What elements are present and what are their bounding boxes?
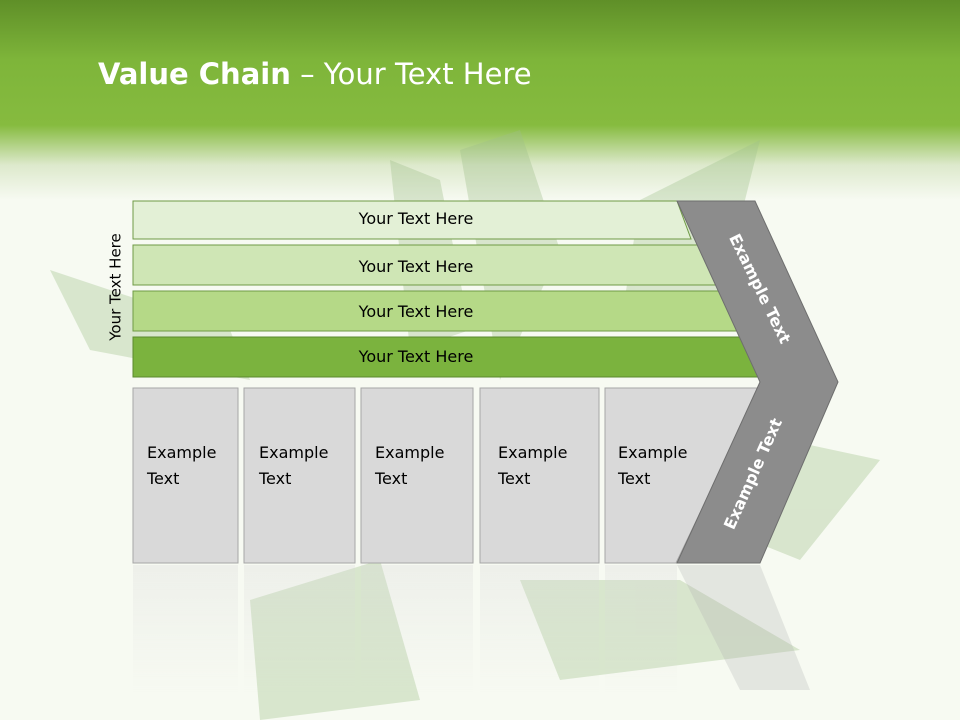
reflection-box-5 bbox=[605, 565, 677, 695]
example-box-1-line1: Example bbox=[147, 443, 216, 462]
slide-title: Value Chain – Your Text Here bbox=[98, 52, 532, 96]
row-bar-1 bbox=[132, 200, 692, 240]
boxes-reflection bbox=[133, 565, 810, 695]
reflection-box-3 bbox=[361, 565, 473, 695]
example-box-3 bbox=[360, 387, 474, 564]
reflection-box-1 bbox=[133, 565, 238, 695]
example-box-2-line1: Example bbox=[259, 443, 328, 462]
example-box-5-line1: Example bbox=[618, 443, 687, 462]
row-label-2: Your Text Here bbox=[358, 257, 474, 276]
example-box-5 bbox=[604, 387, 761, 564]
chevron-shape bbox=[676, 200, 839, 564]
example-box-1 bbox=[132, 387, 239, 564]
example-box-4 bbox=[479, 387, 600, 564]
example-box-4-line1: Example bbox=[498, 443, 567, 462]
reflection-box-2 bbox=[244, 565, 355, 695]
row-label-4: Your Text Here bbox=[358, 347, 474, 366]
title-rest: – Your Text Here bbox=[290, 57, 532, 91]
example-box-2-line2: Text bbox=[258, 469, 291, 488]
example-box-1-line2: Text bbox=[146, 469, 179, 488]
example-box-2 bbox=[243, 387, 356, 564]
reflection-box-4 bbox=[480, 565, 599, 695]
example-box-5-line2: Text bbox=[617, 469, 650, 488]
example-box-3-line1: Example bbox=[375, 443, 444, 462]
example-box-3-line2: Text bbox=[374, 469, 407, 488]
title-bold: Value Chain bbox=[98, 57, 291, 91]
row-bars: Your Text Here Your Text Here Your Text … bbox=[132, 200, 764, 378]
header-band bbox=[0, 0, 960, 200]
row-label-3: Your Text Here bbox=[358, 302, 474, 321]
reflection-chevron bbox=[677, 565, 810, 690]
example-boxes: Example Text Example Text Example Text E… bbox=[132, 387, 761, 564]
row-label-1: Your Text Here bbox=[358, 209, 474, 228]
chevron-arrow: Example Text Example Text bbox=[676, 200, 839, 564]
example-box-4-line2: Text bbox=[497, 469, 530, 488]
